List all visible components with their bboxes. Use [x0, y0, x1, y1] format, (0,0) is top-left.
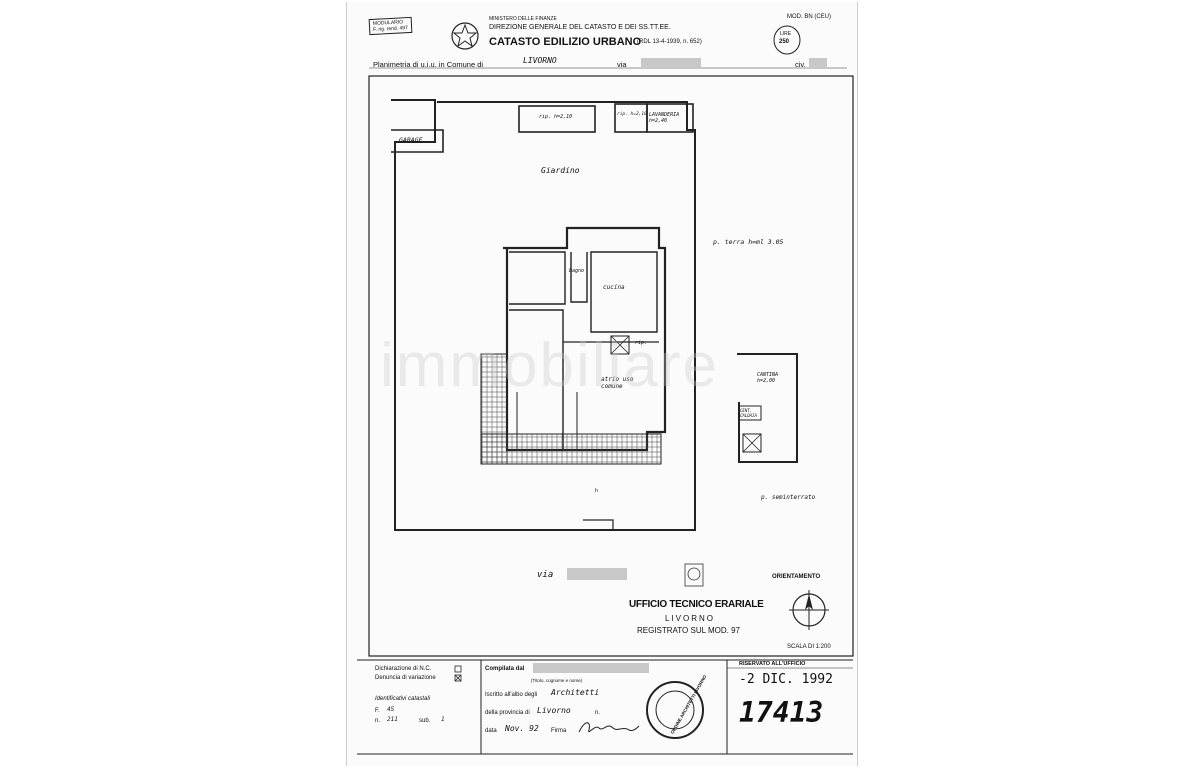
redacted-compiler [533, 663, 649, 673]
label-bagno: bagno [569, 268, 585, 274]
office-city: LIVORNO [665, 614, 716, 623]
denuncia-label: Denuncia di variazione [375, 675, 436, 681]
n-short-label: n. [595, 710, 601, 716]
catasto-title: CATASTO EDILIZIO URBANO [489, 36, 642, 48]
modulario-ref: F. rig. rend. 497 [373, 25, 409, 33]
redacted-street-top [641, 58, 701, 67]
n-label: n. [375, 718, 381, 724]
compilata-hint: (Titolo, cognome e nome) [531, 678, 583, 683]
f-value: 45 [387, 706, 395, 713]
label-seminterrato: p. seminterrato [761, 494, 816, 501]
label-garage: GARAGE [399, 136, 423, 144]
stamp-date: -2 DIC. 1992 [739, 672, 833, 687]
ministry-label: MINISTERO DELLE FINANZE [489, 16, 557, 22]
registered-label: REGISTRATO SUL MOD. 97 [637, 626, 740, 635]
iscritto-label: Iscritto all'albo degli [485, 692, 538, 698]
mod-code: MOD. BN (CEU) [787, 14, 831, 20]
compass-icon [789, 590, 829, 630]
redacted-street-bottom [567, 568, 627, 580]
via-label-bottom: via [537, 570, 554, 580]
architect-seal-icon [646, 681, 704, 739]
civ-label: civ. [795, 60, 806, 69]
provincia-value: Livorno [537, 706, 571, 715]
office-emblem-icon [684, 563, 704, 587]
provincia-label: della provincia di [485, 710, 530, 716]
label-cucina: cucina [603, 284, 625, 291]
f-label: F. [375, 708, 380, 714]
redacted-civ [809, 58, 827, 67]
via-label-top: via [617, 60, 627, 69]
dich-nc-label: Dichiarazione di N.C. [375, 666, 432, 672]
n-value: 211 [387, 716, 398, 723]
albo-value: Architetti [551, 688, 600, 697]
label-p-terra: p. terra h=ml 3.05 [713, 238, 784, 246]
modulario-box: MODULARIO F. rig. rend. 497 [368, 16, 413, 36]
rdl-label: (RDL 13-4-1939, n. 652) [637, 39, 702, 45]
cadastral-sheet: MODULARIO F. rig. rend. 497 MINISTERO DE… [346, 2, 858, 766]
registration-number: 17413 [739, 696, 824, 729]
label-cantina: CANTINA h=2,00 [757, 372, 779, 384]
data-value: Nov. 92 [505, 724, 539, 733]
label-atrio: atrio uso comune [601, 376, 634, 390]
orientamento-label: ORIENTAMENTO [772, 574, 821, 580]
label-giardino: Giardino [541, 166, 580, 175]
label-cent-caldaia: CENT. CALDAIA [740, 408, 757, 418]
firma-label: Firma [551, 728, 567, 734]
identificativi-label: Identificativi catastali [375, 696, 431, 702]
floor-plan-drawing [357, 22, 854, 755]
sub-value: 1 [441, 716, 445, 723]
planimetry-prefix: Planimetria di u.i.u. in Comune di [373, 60, 484, 69]
direction-label: DIREZIONE GENERALE DEL CATASTO E DEI SS.… [489, 24, 671, 31]
office-name: UFFICIO TECNICO ERARIALE [629, 599, 764, 610]
lire-value: 250 [779, 39, 790, 45]
label-rip-2: rip. h=2,10 [617, 112, 647, 117]
data-label: data [485, 728, 497, 734]
label-h-mark: h [595, 488, 598, 494]
scala-label: SCALA DI 1:200 [787, 644, 831, 650]
comune-value: LIVORNO [523, 56, 557, 65]
emblem-icon [451, 22, 479, 50]
signature-icon [578, 722, 640, 733]
riservato-label: RISERVATO ALL'UFFICIO [739, 661, 806, 667]
sub-label: sub. [419, 718, 431, 724]
compilata-label: Compilata dal [485, 666, 525, 672]
watermark-text: immobiliare [380, 331, 719, 400]
label-rip-1: rip. h=2,10 [539, 114, 573, 120]
lire-label: LIRE [780, 31, 792, 37]
label-rip-3: rip. [635, 340, 648, 346]
label-lavanderia: LAVANDERIA h=2,40 [649, 112, 680, 124]
